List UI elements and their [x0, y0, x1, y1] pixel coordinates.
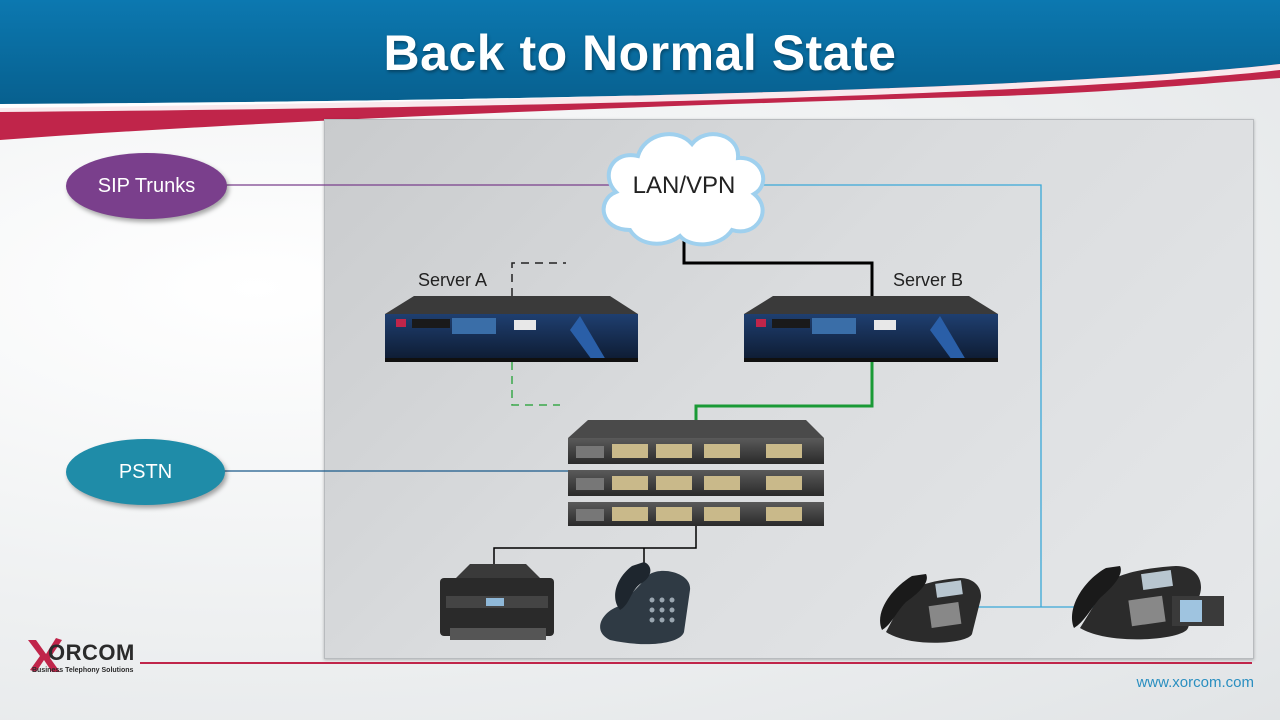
- server-b-label: Server B: [893, 270, 964, 290]
- switch-stack-icon: [568, 420, 824, 526]
- ip-phone-icon: [880, 574, 982, 643]
- server-a-label: Server A: [418, 270, 488, 290]
- cloud-icon: [601, 132, 766, 247]
- desk-phone-icon: [600, 562, 691, 645]
- footer-divider: [140, 662, 1252, 664]
- link-cloud-to-server-b: [682, 236, 874, 296]
- server-b-icon: [744, 296, 998, 362]
- sip-trunks-node: SIP Trunks: [66, 153, 227, 219]
- cloud-label: LAN/VPN: [632, 172, 736, 199]
- page-title: Back to Normal State: [383, 25, 897, 81]
- pstn-label: PSTN: [118, 460, 173, 483]
- website-link[interactable]: www.xorcom.com: [1136, 674, 1254, 691]
- link-server-b-to-switch: [694, 362, 874, 420]
- server-a-icon: [385, 296, 638, 362]
- logo-tagline: Business Telephony Solutions: [32, 667, 134, 674]
- sip-trunks-label: SIP Trunks: [97, 174, 196, 197]
- link-server-a-to-switch-standby: [511, 362, 560, 406]
- link-cloud-to-server-a-standby: [511, 262, 566, 296]
- link-switch-to-devices: [493, 525, 697, 570]
- ip-phone-icon: [1072, 566, 1224, 640]
- logo-wordmark: ORCOM: [48, 640, 135, 665]
- pstn-node: PSTN: [66, 439, 225, 505]
- link-cloud-to-ip-phones: [762, 184, 1042, 607]
- header-banner: [0, 0, 1280, 140]
- xorcom-logo-icon: [28, 638, 62, 672]
- printer-icon: [440, 564, 554, 640]
